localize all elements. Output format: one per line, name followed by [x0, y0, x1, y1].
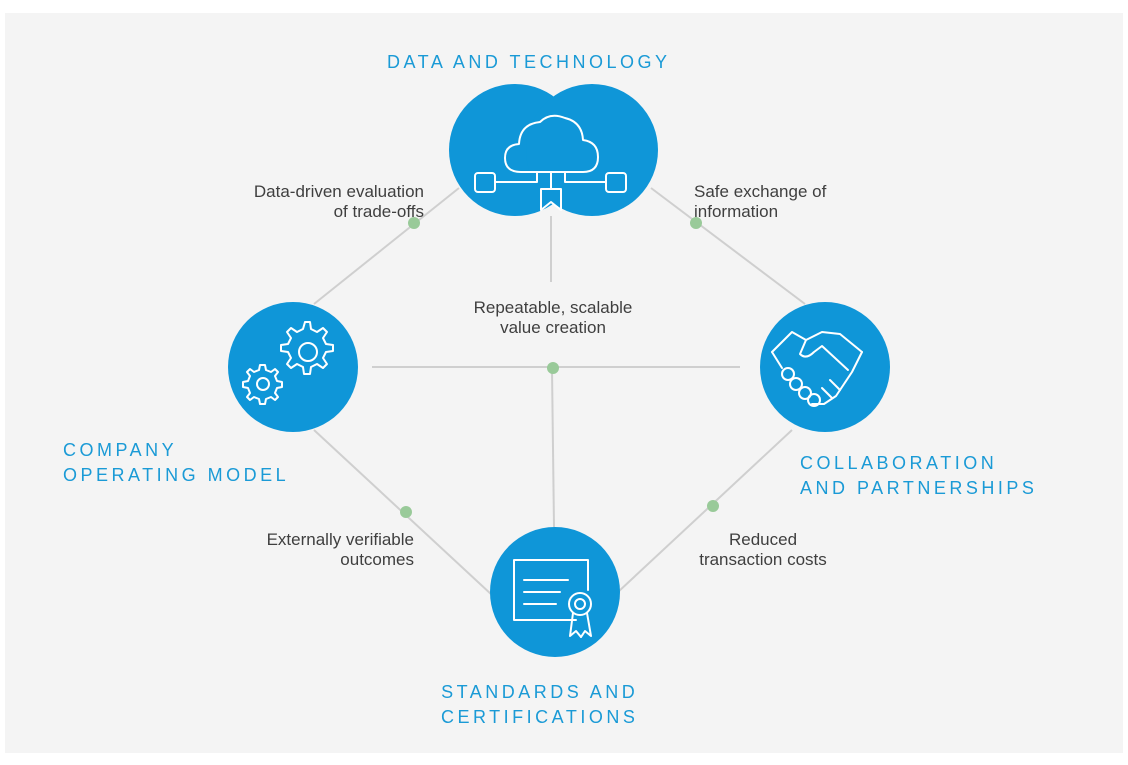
dot-operating-standards — [400, 506, 412, 518]
caption-center: Repeatable, scalable value creation — [441, 298, 665, 338]
node-standards — [490, 527, 620, 657]
title-operating-model: COMPANY OPERATING MODEL — [63, 438, 289, 488]
node-collaboration — [760, 302, 890, 432]
connector-data-operating — [313, 187, 460, 305]
dot-collaboration-standards — [707, 500, 719, 512]
title-standards-line-1: STANDARDS AND — [441, 682, 639, 702]
caption-data-collaboration: Safe exchange of information — [694, 182, 894, 222]
handshake-icon — [771, 331, 863, 407]
node-operating-model — [228, 302, 358, 432]
caption-data-operating-line-1: Data-driven evaluation — [253, 182, 424, 201]
dot-data-operating — [408, 217, 420, 229]
caption-data-collaboration-line-2: information — [694, 202, 779, 221]
connector-center-standards — [551, 368, 555, 528]
connection-dots — [400, 217, 719, 518]
caption-collaboration-standards-line-1: Reduced — [728, 530, 798, 549]
gears-icon — [242, 321, 334, 405]
caption-collaboration-standards-line-2: transaction costs — [699, 550, 827, 569]
title-operating-model-line-2: OPERATING MODEL — [63, 465, 290, 485]
caption-center-line-2: value creation — [500, 318, 606, 337]
title-operating-model-line-1: COMPANY — [63, 440, 178, 460]
title-standards: STANDARDS AND CERTIFICATIONS — [441, 680, 638, 730]
caption-data-operating-line-2: of trade-offs — [333, 202, 424, 221]
caption-center-line-1: Repeatable, scalable — [473, 298, 633, 317]
title-collaboration-line-2: AND PARTNERSHIPS — [800, 478, 1038, 498]
caption-operating-standards-line-2: outcomes — [340, 550, 414, 569]
connector-data-collaboration — [650, 187, 806, 305]
node-data-technology — [449, 84, 658, 216]
dot-center — [547, 362, 559, 374]
title-collaboration: COLLABORATION AND PARTNERSHIPS — [800, 451, 1037, 501]
cloud-network-icon — [474, 114, 627, 211]
caption-operating-standards-line-1: Externally verifiable — [266, 530, 414, 549]
title-standards-line-2: CERTIFICATIONS — [441, 707, 639, 727]
caption-data-operating: Data-driven evaluation of trade-offs — [212, 182, 424, 222]
title-data-technology: DATA AND TECHNOLOGY — [387, 52, 671, 72]
connector-collaboration-standards — [617, 429, 793, 593]
caption-data-collaboration-line-1: Safe exchange of — [694, 182, 827, 201]
dot-data-collaboration — [690, 217, 702, 229]
caption-collaboration-standards: Reduced transaction costs — [663, 530, 863, 570]
title-collaboration-line-1: COLLABORATION — [800, 453, 998, 473]
caption-operating-standards: Externally verifiable outcomes — [214, 530, 414, 570]
certificate-icon — [513, 559, 592, 638]
